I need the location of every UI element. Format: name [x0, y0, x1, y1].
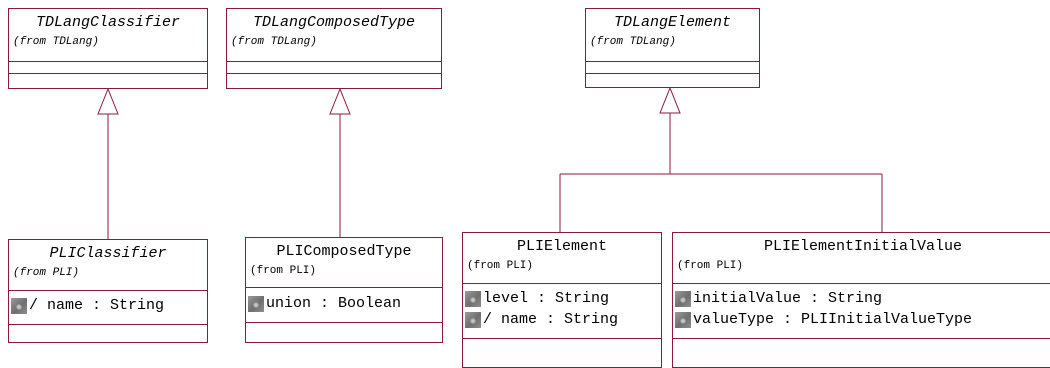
class-header: PLIComposedType (from PLI) — [246, 238, 442, 288]
attribute-icon — [465, 290, 481, 307]
class-pliclassifier[interactable]: PLIClassifier (from PLI) / name : String — [8, 239, 208, 343]
attribute-compartment — [586, 62, 759, 74]
attribute-icon — [675, 290, 691, 307]
attribute-row: union : Boolean — [246, 293, 442, 314]
inheritance-arrow-tdlangelement — [659, 86, 681, 114]
attribute-row: level : String — [463, 288, 661, 309]
inheritance-arrow-tdlangcomposedtype — [329, 87, 351, 115]
attribute-icon — [248, 295, 264, 312]
inheritance-arrow-tdlangclassifier — [97, 87, 119, 115]
attribute-icon — [465, 311, 481, 328]
attribute-row: initialValue : String — [673, 288, 1050, 309]
class-header: PLIElement (from PLI) — [463, 233, 661, 284]
class-plielementinitialvalue[interactable]: PLIElementInitialValue (from PLI) initia… — [672, 232, 1050, 368]
attribute-text: valueType : PLIInitialValueType — [693, 311, 973, 328]
class-name: PLIElement — [516, 238, 607, 255]
class-header: TDLangComposedType (from TDLang) — [227, 9, 441, 62]
class-name: PLIClassifier — [49, 245, 167, 262]
class-header: PLIElementInitialValue (from PLI) — [673, 233, 1050, 284]
attribute-text: level : String — [483, 290, 610, 307]
attribute-text: / name : String — [483, 311, 619, 328]
class-name: PLIComposedType — [276, 243, 412, 260]
attribute-compartment: union : Boolean — [246, 288, 442, 323]
class-plielement[interactable]: PLIElement (from PLI) level : String / n… — [462, 232, 662, 368]
class-plicomposedtype[interactable]: PLIComposedType (from PLI) union : Boole… — [245, 237, 443, 343]
class-package: (from TDLang) — [231, 36, 317, 48]
class-package: (from PLI) — [467, 260, 534, 272]
class-name: TDLangClassifier — [35, 14, 181, 31]
attribute-compartment: initialValue : String valueType : PLIIni… — [673, 284, 1050, 339]
class-header: PLIClassifier (from PLI) — [9, 240, 207, 291]
attribute-compartment: level : String / name : String — [463, 284, 661, 339]
class-tdlangclassifier[interactable]: TDLangClassifier (from TDLang) — [8, 8, 208, 89]
class-name: PLIElementInitialValue — [763, 238, 963, 255]
attribute-compartment — [9, 62, 207, 74]
attribute-icon — [675, 311, 691, 328]
generalization-links — [97, 86, 883, 239]
attribute-row: / name : String — [463, 309, 661, 330]
attribute-compartment — [227, 62, 441, 74]
attribute-row: valueType : PLIInitialValueType — [673, 309, 1050, 330]
class-package: (from TDLang) — [590, 36, 676, 48]
attribute-text: union : Boolean — [266, 295, 402, 312]
class-tdlangcomposedtype[interactable]: TDLangComposedType (from TDLang) — [226, 8, 442, 89]
attribute-compartment: / name : String — [9, 291, 207, 325]
class-header: TDLangClassifier (from TDLang) — [9, 9, 207, 62]
class-header: TDLangElement (from TDLang) — [586, 9, 759, 62]
class-package: (from TDLang) — [13, 36, 99, 48]
class-name: TDLangElement — [613, 14, 732, 31]
attribute-text: / name : String — [29, 297, 165, 314]
attribute-text: initialValue : String — [693, 290, 883, 307]
class-tdlangelement[interactable]: TDLangElement (from TDLang) — [585, 8, 760, 88]
class-package: (from PLI) — [13, 267, 80, 279]
class-package: (from PLI) — [250, 265, 317, 277]
class-package: (from PLI) — [677, 260, 744, 272]
attribute-icon — [11, 297, 27, 314]
attribute-row: / name : String — [9, 295, 207, 316]
class-name: TDLangComposedType — [252, 14, 416, 31]
